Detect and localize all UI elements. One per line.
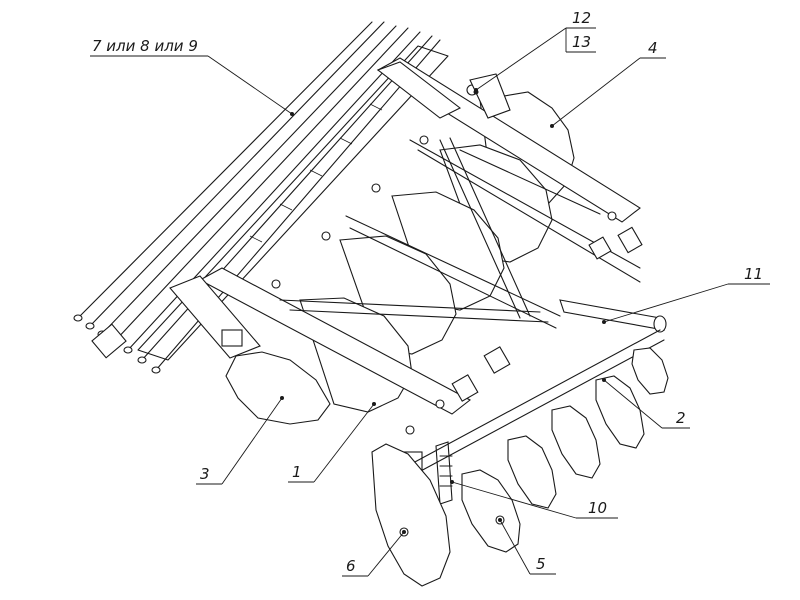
callout-4: 4 <box>648 39 658 57</box>
callout-6: 6 <box>346 557 356 575</box>
main-frame <box>169 57 667 505</box>
callout-10: 10 <box>588 499 607 517</box>
leaders <box>90 27 770 577</box>
disc-3-front <box>225 351 331 425</box>
callout-2: 2 <box>676 409 686 427</box>
callout-11: 11 <box>744 265 763 283</box>
callout-7-8-9: 7 или 8 или 9 <box>92 37 198 55</box>
callout-1: 1 <box>292 463 302 481</box>
callout-3: 3 <box>200 465 210 483</box>
callout-5: 5 <box>536 555 546 573</box>
callout-labels: 7 или 8 или 9 12 13 4 11 2 10 5 6 1 3 <box>92 9 763 575</box>
callout-12: 12 <box>572 9 591 27</box>
spring-post-10 <box>435 441 453 505</box>
disc-5 <box>461 469 521 553</box>
shaft-11 <box>559 299 665 331</box>
disc-2 <box>595 375 645 449</box>
front-disc-gang <box>371 329 669 587</box>
frame-beam-1 <box>198 267 472 415</box>
callout-13: 13 <box>572 33 591 51</box>
